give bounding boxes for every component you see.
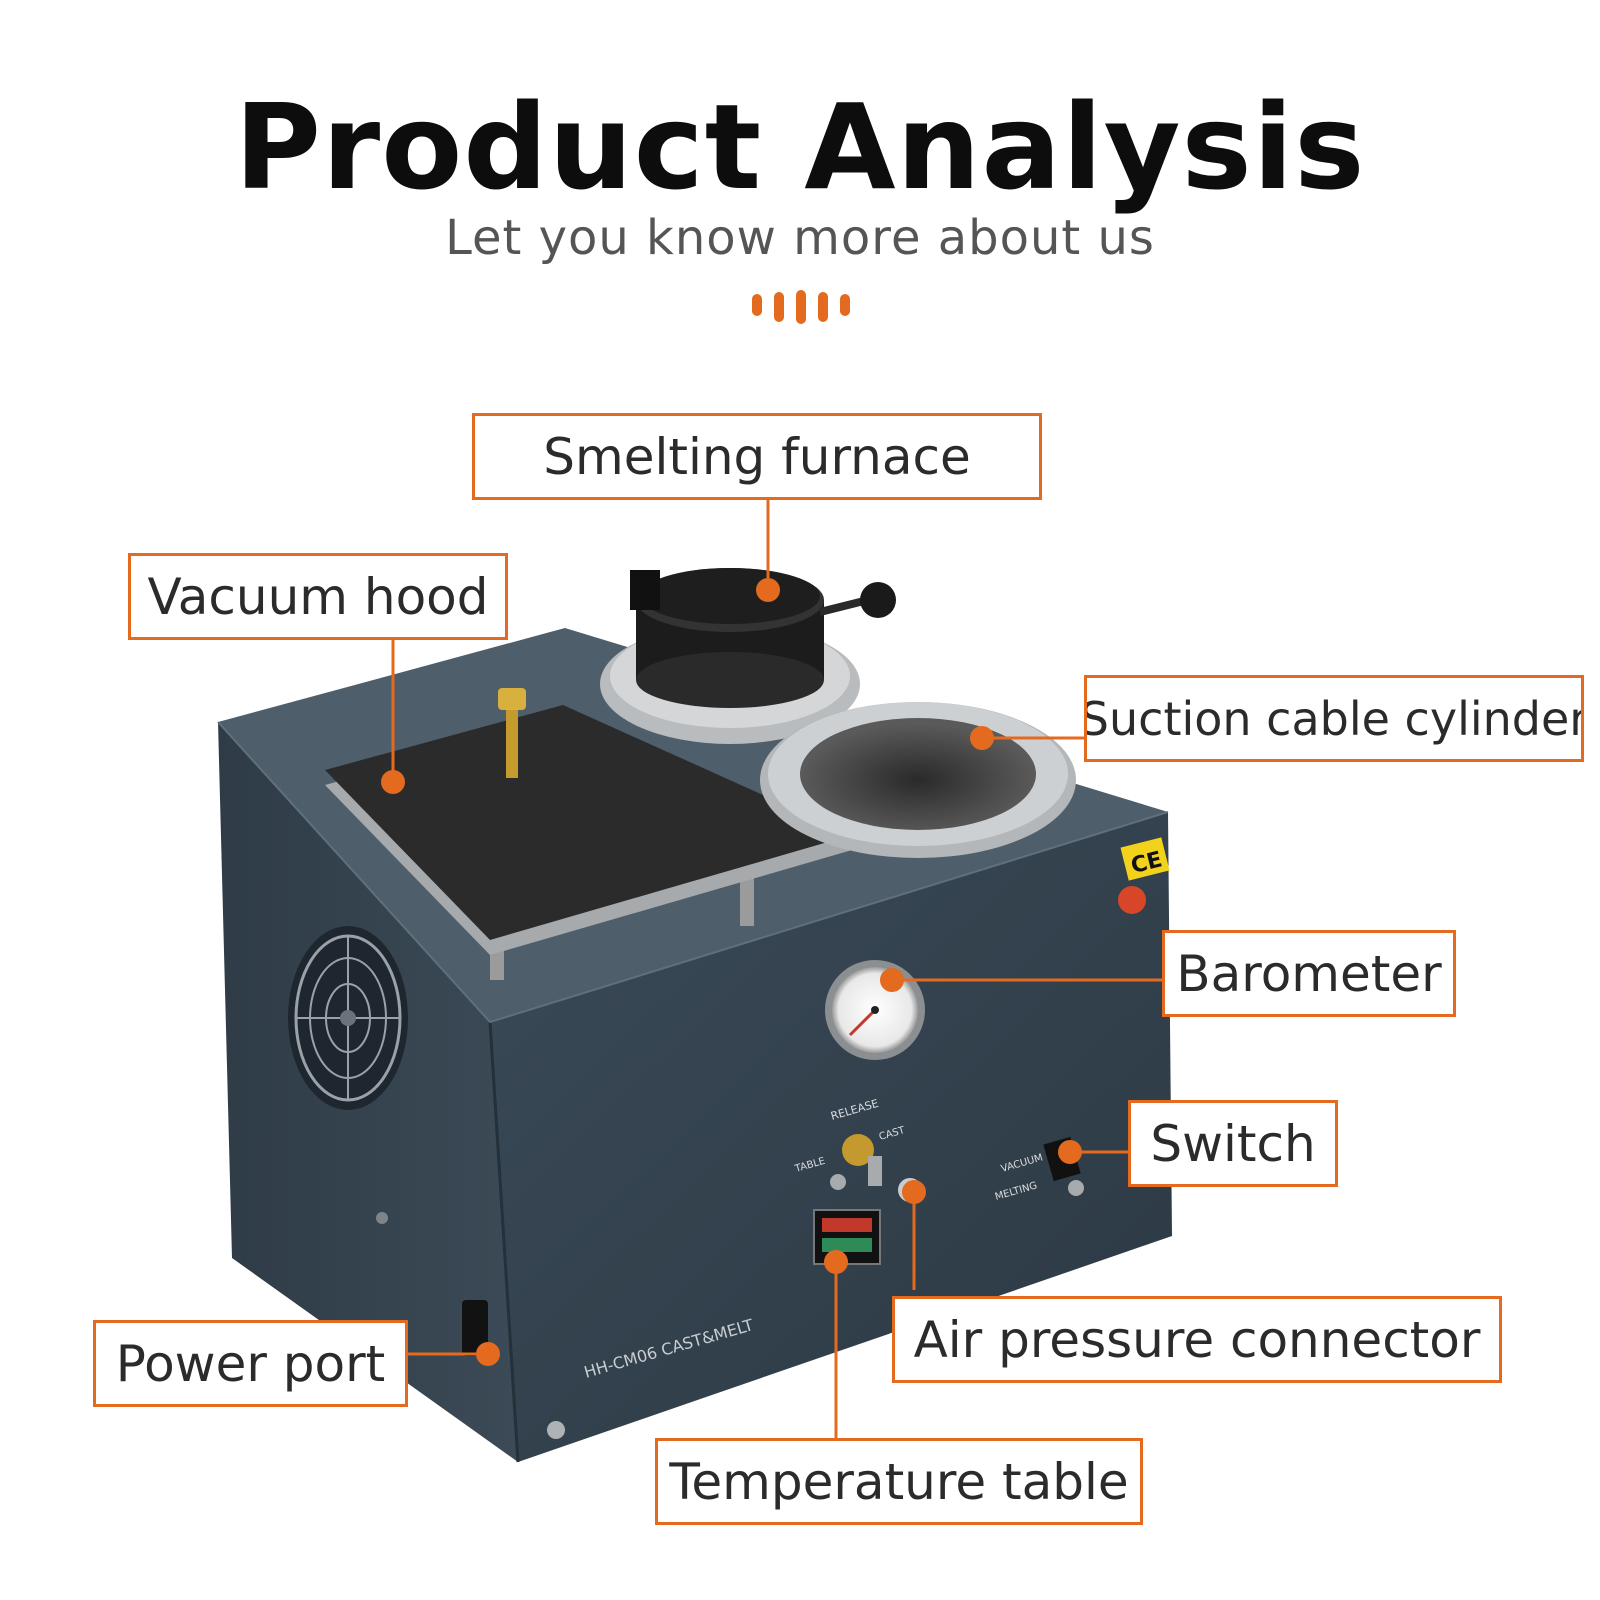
dot-suction-cable-cylinder (970, 726, 994, 750)
callout-switch: Switch (1128, 1100, 1338, 1187)
suction-cylinder-unit (760, 702, 1076, 858)
dot-power-port (476, 1342, 500, 1366)
callout-temperature-table: Temperature table (655, 1438, 1143, 1525)
dot-vacuum-hood (381, 770, 405, 794)
dot-smelting-furnace (756, 578, 780, 602)
fan-icon (288, 926, 408, 1110)
page-title: Product Analysis (234, 78, 1366, 216)
callout-suction-cable-cylinder: Suction cable cylinder (1084, 675, 1584, 762)
machine-front (490, 812, 1172, 1462)
vacuum-hood-plate (325, 688, 852, 980)
page-subtitle: Let you know more about us (445, 210, 1155, 266)
dot-switch (1058, 1140, 1082, 1164)
dot-air-pressure-connector (902, 1180, 926, 1204)
leader-lines (391, 498, 1162, 1438)
leader-dots (381, 578, 1082, 1366)
callout-smelting-furnace: Smelting furnace (472, 413, 1042, 500)
callout-vacuum-hood: Vacuum hood (128, 553, 508, 640)
callout-air-pressure-connector: Air pressure connector (892, 1296, 1502, 1383)
dot-temperature-table (824, 1250, 848, 1274)
callout-barometer: Barometer (1162, 930, 1456, 1017)
power-port-socket (462, 1300, 488, 1356)
smelting-furnace-unit (600, 568, 896, 744)
decorative-bars (752, 290, 852, 326)
ce-badge: CE (1118, 837, 1170, 914)
barometer-gauge (825, 960, 925, 1060)
callout-power-port: Power port (93, 1320, 408, 1407)
dot-barometer (880, 968, 904, 992)
